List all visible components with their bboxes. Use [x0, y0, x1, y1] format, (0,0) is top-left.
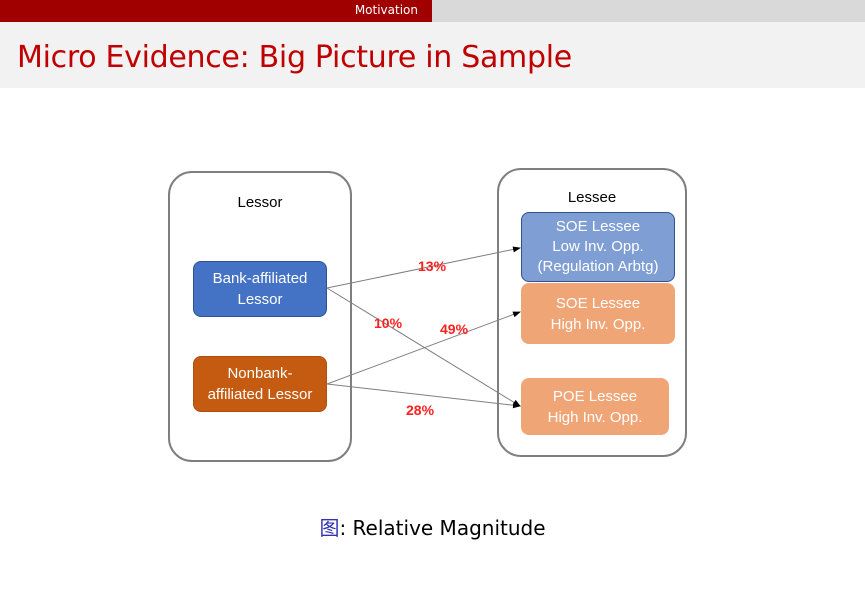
node-line: SOE Lessee	[555, 294, 641, 312]
node-poe-lessee-high-inv: POE Lessee High Inv. Opp.	[521, 378, 669, 435]
node-soe-lessee-high-inv: SOE Lessee High Inv. Opp.	[521, 283, 675, 344]
node-line: High Inv. Opp.	[547, 408, 643, 426]
figure-caption: 图: Relative Magnitude	[0, 512, 865, 541]
node-line: POE Lessee	[552, 387, 638, 405]
arrow-bank-to-poe-high	[326, 287, 521, 407]
flow-label-bank-poe-high: 10%	[374, 315, 403, 331]
slide-title: Micro Evidence: Big Picture in Sample	[17, 40, 572, 75]
arrow-nonbank-to-soe-high	[326, 311, 521, 385]
node-line: Lessor	[237, 291, 283, 308]
lessor-label: Lessor	[237, 194, 283, 211]
node-bank-affiliated-lessor: Bank-affiliated Lessor	[193, 261, 327, 317]
node-line: Low Inv. Opp.	[552, 238, 644, 255]
node-line: (Regulation Arbtg)	[537, 258, 659, 275]
node-soe-lessee-low-inv: SOE Lessee Low Inv. Opp. (Regulation Arb…	[521, 212, 675, 282]
title-band: Micro Evidence: Big Picture in Sample	[0, 22, 865, 88]
top-navigation-bar: Motivation	[0, 0, 865, 22]
node-line: Bank-affiliated	[212, 270, 308, 287]
arrow-bank-to-soe-low	[326, 246, 521, 289]
figure-prefix: 图	[319, 516, 340, 540]
section-label: Motivation	[354, 3, 418, 17]
node-line: SOE Lessee	[555, 218, 641, 235]
node-line: High Inv. Opp.	[550, 315, 646, 333]
flow-label-nonbank-poe-high: 28%	[406, 402, 435, 418]
node-line: affiliated Lessor	[207, 386, 313, 403]
node-nonbank-affiliated-lessor: Nonbank- affiliated Lessor	[193, 356, 327, 412]
arrow-nonbank-to-poe-high	[326, 383, 521, 409]
flow-label-nonbank-soe-high: 49%	[440, 321, 469, 337]
node-line: Nonbank-	[227, 365, 293, 382]
flow-label-bank-soe-low: 13%	[418, 258, 447, 274]
section-tab-active[interactable]: Motivation	[0, 0, 432, 22]
lessee-label: Lessee	[567, 189, 617, 206]
caption-text: : Relative Magnitude	[339, 516, 546, 540]
